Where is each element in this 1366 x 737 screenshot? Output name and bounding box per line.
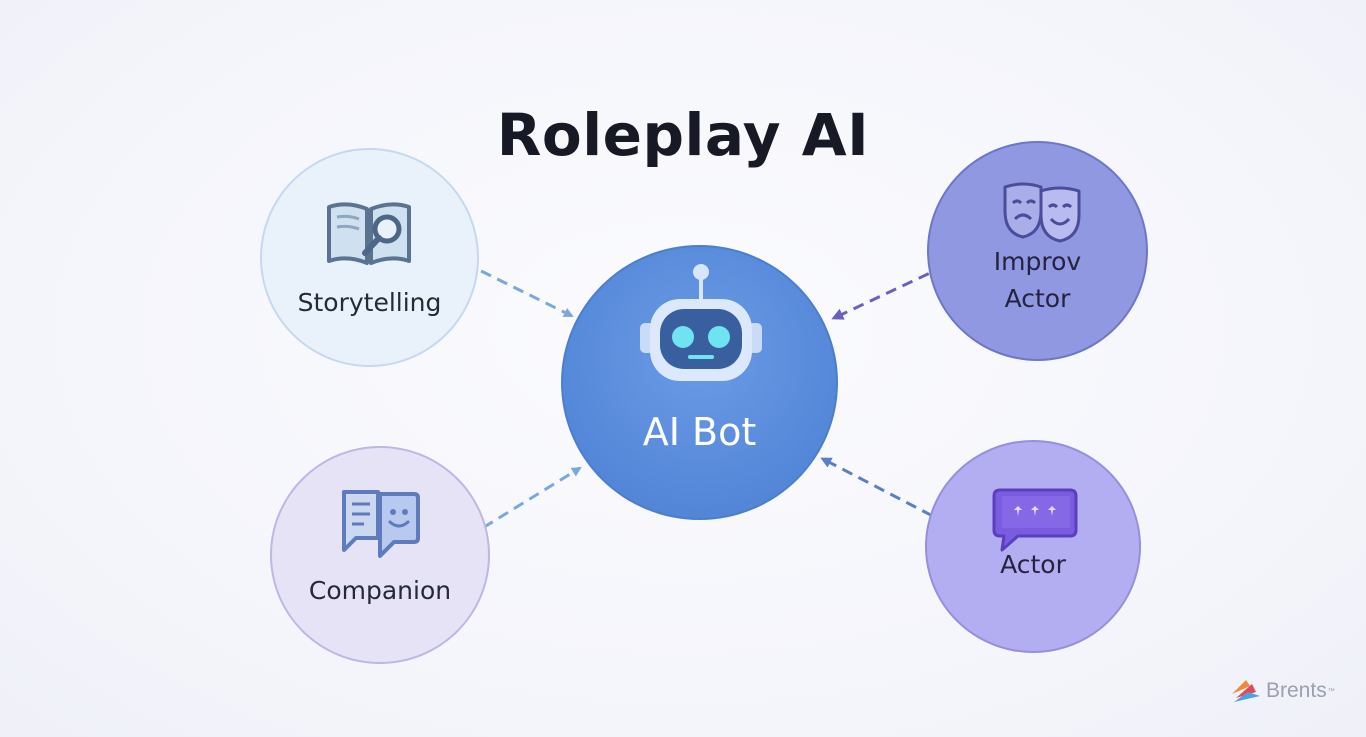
robot-icon	[640, 264, 762, 381]
node-storytelling: Storytelling	[260, 148, 479, 367]
node-label-companion: Companion	[308, 576, 452, 605]
book-search-icon	[327, 202, 411, 265]
edge-storytelling-to-center	[464, 261, 574, 318]
chat-companion-icon	[342, 490, 420, 558]
node-improv-actor: Improv Actor	[927, 141, 1148, 361]
node-label-improv-line1: Improv	[993, 247, 1082, 276]
diagram-title: Roleplay AI	[496, 100, 870, 169]
node-companion: Companion	[270, 446, 490, 664]
brand-mark: ™	[1327, 687, 1335, 695]
brand-name: Brents	[1266, 679, 1327, 702]
theater-masks-icon	[1003, 182, 1081, 243]
node-ai-bot: AI Bot	[561, 245, 838, 520]
edge-improv-to-center	[831, 264, 946, 320]
speech-bubble-icon	[992, 488, 1078, 552]
node-label-ai-bot: AI Bot	[642, 410, 757, 454]
node-label-storytelling: Storytelling	[297, 288, 442, 317]
brand-logo-icon	[1232, 680, 1260, 702]
edge-actor-to-center	[820, 457, 949, 526]
node-label-improv-line2: Actor	[1004, 284, 1071, 313]
edge-companion-to-center	[467, 466, 582, 539]
node-label-actor: Actor	[1000, 550, 1066, 579]
node-actor: Actor	[925, 440, 1141, 653]
